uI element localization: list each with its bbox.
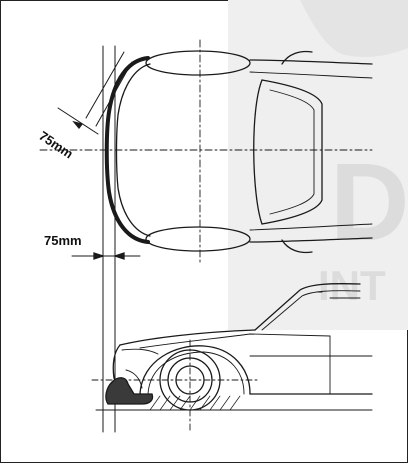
mudflap-edge: [125, 369, 143, 389]
hood-profile: [119, 329, 256, 346]
headlight-lower: [145, 226, 251, 252]
car-side-lower: [249, 237, 373, 243]
watermark-letter: D: [330, 141, 408, 264]
diagonal-dimension-line: [57, 107, 99, 135]
windshield-inner: [269, 89, 315, 215]
diagonal-dimension: [57, 51, 133, 135]
car-side-upper: [249, 59, 373, 65]
hood-line-upper: [249, 71, 373, 79]
a-pillar: [254, 283, 361, 331]
hood-crease: [139, 333, 331, 349]
car-side-view: [91, 283, 373, 433]
windshield: [253, 79, 323, 225]
bumper-guard: [104, 56, 150, 244]
arrow-right: [112, 252, 125, 260]
watermark-text: INT: [318, 262, 386, 309]
front-face: [112, 344, 121, 389]
horizontal-dimension-label: 75mm: [44, 233, 82, 248]
diagonal-extension-inner: [85, 51, 125, 119]
hood-line-lower: [249, 223, 373, 231]
side-headlight: [121, 348, 159, 355]
watermark-shape: [300, 0, 408, 58]
side-bumper-guard: [105, 377, 154, 405]
wheel-arch-inner: [147, 351, 245, 395]
mirror-lower: [281, 239, 313, 254]
diagonal-dimension-label: 75mm: [36, 128, 76, 161]
mirror-upper: [281, 50, 313, 65]
watermark: D INT: [228, 0, 408, 330]
car-front-outline: [115, 63, 151, 237]
ground-hatching: [149, 395, 241, 411]
car-top-view: [104, 50, 373, 254]
wheel-arch: [139, 345, 251, 395]
window-line: [317, 291, 361, 299]
diagonal-arrow: [72, 120, 84, 130]
headlight-upper: [145, 50, 251, 76]
diagonal-extension-outer: [95, 61, 133, 127]
horizontal-dimension: [71, 252, 141, 260]
arrow-left: [93, 252, 106, 260]
